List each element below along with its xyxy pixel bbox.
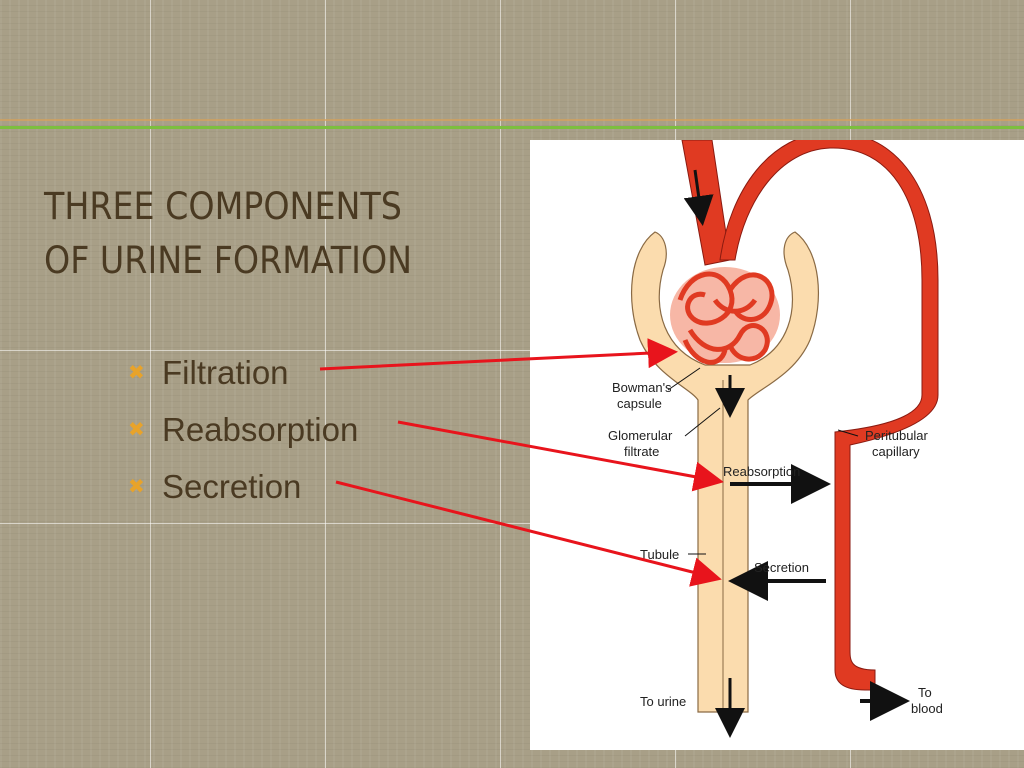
leader-line (667, 367, 701, 391)
grid-line (150, 0, 151, 768)
bullet-item-reabsorption: ✖ Reabsorption (128, 401, 358, 458)
accent-line-orange (0, 119, 1024, 121)
label-tubule: Tubule (640, 547, 679, 562)
grid-line (500, 0, 501, 768)
glomerulus (670, 267, 780, 365)
grid-line (0, 350, 1024, 351)
label-to-blood-1: To (918, 685, 932, 700)
slide-title-line-1: THREE COMPONENTS (44, 185, 402, 228)
grid-line (0, 523, 1024, 524)
grid-line (325, 0, 326, 768)
bullet-text: Secretion (162, 467, 302, 505)
blood-in-arrow (683, 169, 714, 226)
cross-bullet-icon: ✖ (128, 362, 145, 384)
secretion-connector-arrow (335, 480, 722, 587)
bullet-list: ✖ Filtration ✖ Reabsorption ✖ Secretion (128, 344, 358, 515)
cross-bullet-icon: ✖ (128, 419, 145, 441)
nephron-svg: Bowman's capsule Glomerular filtrate Rea… (608, 140, 943, 738)
label-peritubular-capillary-2: capillary (872, 444, 920, 459)
nephron-diagram: Bowman's capsule Glomerular filtrate Rea… (530, 140, 1024, 750)
label-peritubular-capillary-1: Peritubular (865, 428, 929, 443)
label-to-urine: To urine (640, 694, 686, 709)
label-secretion: Secretion (754, 560, 809, 575)
cross-bullet-icon: ✖ (128, 476, 145, 498)
label-glomerular-filtrate-1: Glomerular (608, 428, 673, 443)
label-glomerular-filtrate-2: filtrate (624, 444, 659, 459)
label-bowmans-capsule-2: capsule (617, 396, 662, 411)
reabsorption-connector-arrow (397, 420, 724, 492)
bullet-item-filtration: ✖ Filtration (128, 344, 358, 401)
filtration-connector-arrow (319, 338, 678, 371)
accent-line-green (0, 126, 1024, 129)
leader-line (837, 429, 859, 437)
slide-title: THREE COMPONENTS OF URINE FORMATION (44, 180, 514, 288)
leader-line (684, 407, 721, 437)
label-bowmans-capsule-1: Bowman's (612, 380, 672, 395)
label-reabsorption: Reabsorption (723, 464, 800, 479)
label-to-blood-2: blood (911, 701, 943, 716)
slide-title-line-2: OF URINE FORMATION (44, 239, 413, 282)
peritubular-capillary (719, 140, 939, 691)
bullet-item-secretion: ✖ Secretion (128, 458, 358, 515)
bullet-text: Reabsorption (162, 410, 359, 448)
bullet-text: Filtration (162, 353, 289, 391)
